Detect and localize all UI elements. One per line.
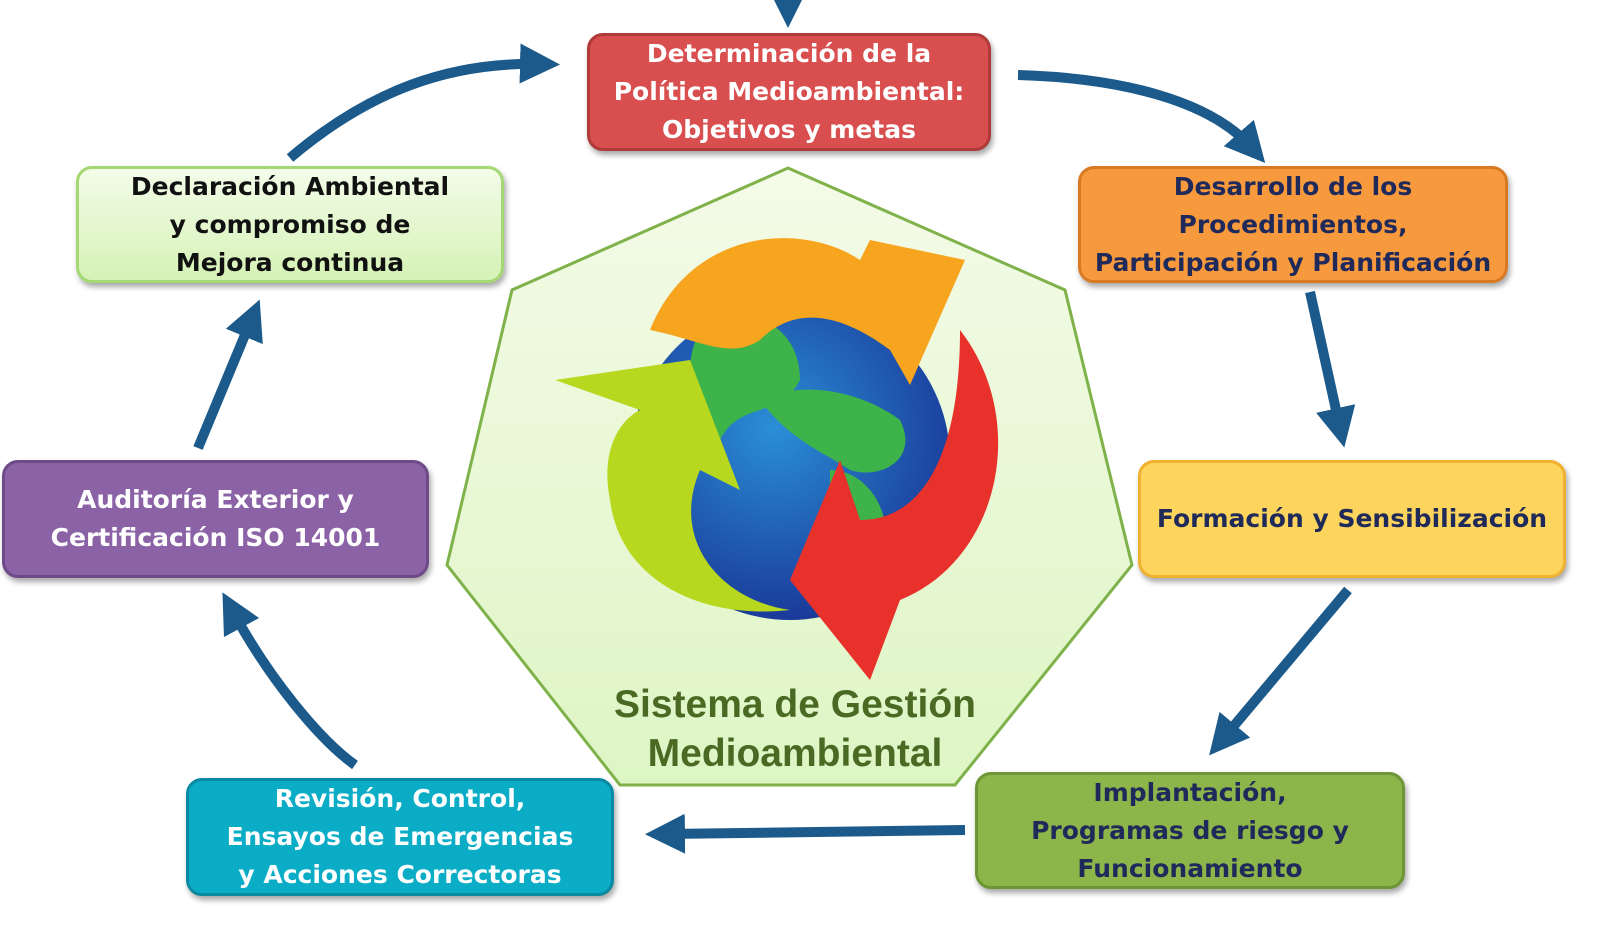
arrow-4-to-5	[645, 813, 966, 854]
recycle-globe-icon	[555, 238, 999, 680]
arrow-2-to-3	[1305, 290, 1356, 448]
arrow-1-to-2	[1017, 70, 1266, 164]
step-procedures-planning: Desarrollo de los Procedimientos, Partic…	[1078, 166, 1508, 283]
step-training-awareness: Formación y Sensibilización	[1138, 460, 1566, 578]
step-environmental-declaration: Declaración Ambiental y compromiso de Me…	[76, 166, 504, 283]
yellow-green-recycle-arrow	[555, 360, 790, 612]
center-title: Sistema de Gestión Medioambiental	[614, 683, 976, 775]
arrow-6-to-7	[193, 299, 263, 450]
cycle-arrows	[193, 0, 1356, 854]
orange-recycle-arrow	[650, 238, 965, 385]
arrow-7-to-1	[286, 43, 560, 162]
step-policy-objectives: Determinación de la Política Medioambien…	[587, 33, 991, 151]
arrow-5-to-6	[222, 592, 358, 770]
red-recycle-arrow	[790, 330, 999, 680]
step-audit-certification: Auditoría Exterior y Certificación ISO 1…	[2, 460, 429, 578]
arrow-3-to-4	[1209, 586, 1352, 756]
step-review-control: Revisión, Control, Ensayos de Emergencia…	[186, 778, 614, 896]
step-implementation: Implantación, Programas de riesgo y Func…	[975, 772, 1405, 889]
